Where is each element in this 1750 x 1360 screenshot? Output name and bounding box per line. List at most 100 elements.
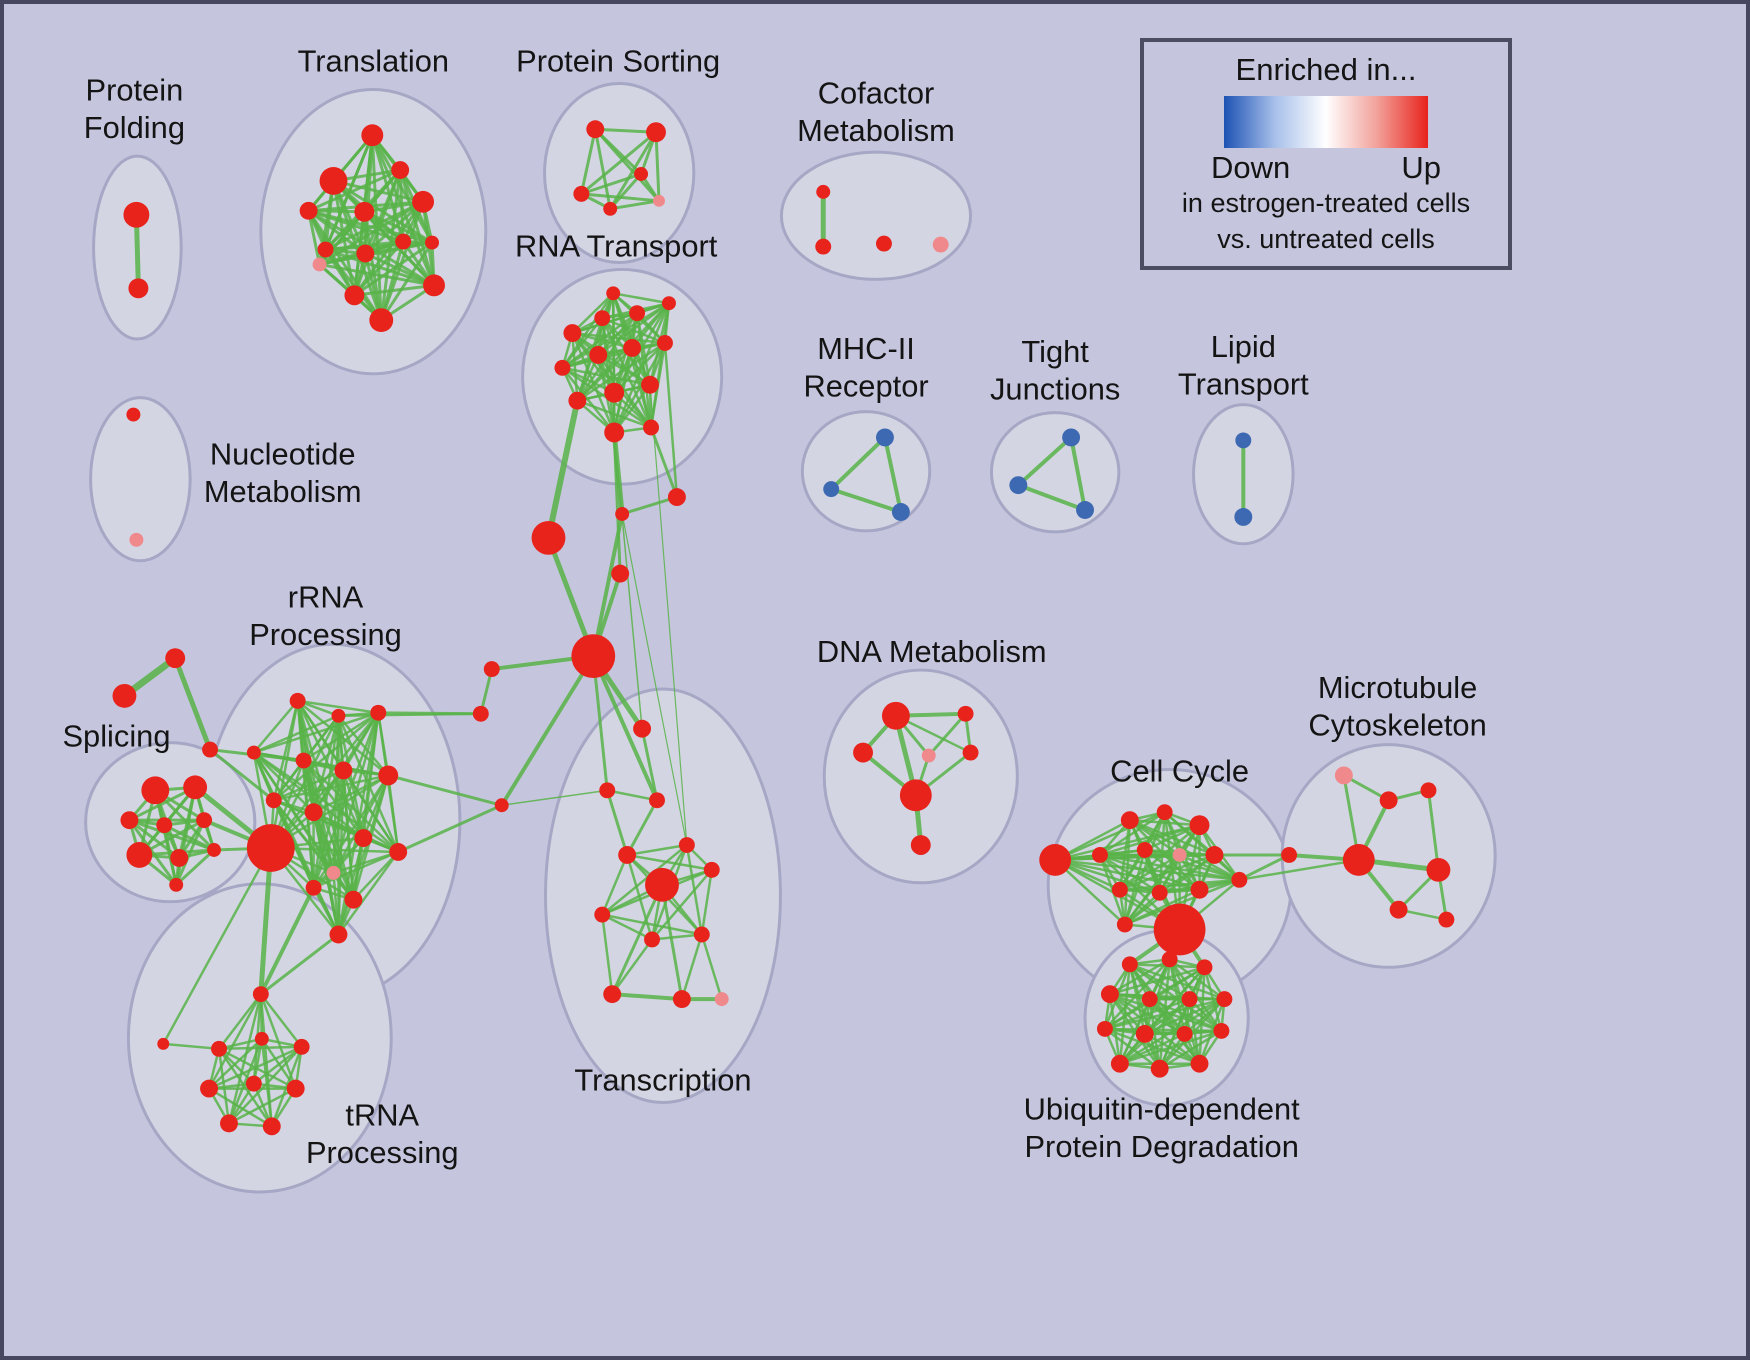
- node-sp6[interactable]: [126, 842, 153, 868]
- node-cc2[interactable]: [1120, 811, 1139, 830]
- node-rt4[interactable]: [661, 296, 676, 311]
- node-pf1[interactable]: [123, 201, 150, 228]
- node-tx10[interactable]: [693, 926, 710, 943]
- node-mh1[interactable]: [875, 428, 894, 447]
- node-tr9[interactable]: [395, 233, 412, 250]
- node-cc11[interactable]: [1190, 880, 1209, 899]
- node-cc7[interactable]: [1172, 848, 1187, 862]
- node-cc4[interactable]: [1189, 815, 1210, 836]
- node-cc13[interactable]: [1153, 903, 1206, 956]
- node-ps5[interactable]: [653, 194, 665, 207]
- node-hb1[interactable]: [531, 520, 566, 555]
- node-rr15[interactable]: [344, 890, 363, 909]
- node-tr5[interactable]: [354, 201, 375, 222]
- node-st2[interactable]: [112, 683, 137, 708]
- node-rr10[interactable]: [246, 824, 295, 872]
- node-ub11[interactable]: [1213, 1022, 1230, 1039]
- node-tx13[interactable]: [714, 992, 729, 1007]
- node-st1[interactable]: [165, 648, 186, 669]
- node-tr6[interactable]: [412, 190, 435, 213]
- node-rr5[interactable]: [295, 752, 312, 769]
- node-cm3[interactable]: [875, 235, 892, 252]
- node-tn3[interactable]: [254, 1031, 269, 1046]
- node-mh2[interactable]: [823, 481, 840, 498]
- node-sp1[interactable]: [141, 776, 170, 805]
- node-ub12[interactable]: [1110, 1054, 1129, 1073]
- node-ub6[interactable]: [1181, 991, 1198, 1008]
- node-rt13[interactable]: [643, 419, 659, 436]
- node-rr14[interactable]: [305, 879, 322, 896]
- node-tn4[interactable]: [293, 1038, 310, 1055]
- node-sp8[interactable]: [207, 843, 222, 857]
- node-rr12[interactable]: [354, 829, 373, 848]
- node-tx9[interactable]: [644, 931, 660, 948]
- node-rr11[interactable]: [326, 865, 341, 880]
- node-rt8[interactable]: [657, 335, 673, 351]
- node-hb2[interactable]: [615, 507, 630, 521]
- node-cc6[interactable]: [1136, 842, 1153, 858]
- node-rt3[interactable]: [629, 305, 646, 322]
- node-sp9[interactable]: [169, 877, 184, 892]
- node-tx12[interactable]: [672, 990, 691, 1009]
- node-tx7[interactable]: [703, 861, 720, 878]
- node-tj3[interactable]: [1076, 501, 1094, 519]
- node-ps1[interactable]: [586, 120, 605, 139]
- node-mc8[interactable]: [1438, 911, 1455, 928]
- node-ub5[interactable]: [1141, 991, 1158, 1008]
- node-cm4[interactable]: [932, 236, 949, 253]
- node-tn9[interactable]: [262, 1117, 281, 1136]
- node-tn2[interactable]: [211, 1040, 227, 1057]
- node-tx4[interactable]: [678, 837, 695, 853]
- node-cc12[interactable]: [1231, 871, 1248, 888]
- node-rr6[interactable]: [334, 761, 353, 780]
- node-ps3[interactable]: [573, 185, 590, 202]
- node-tr1[interactable]: [361, 124, 384, 147]
- node-hb4[interactable]: [611, 564, 630, 583]
- node-ub14[interactable]: [1190, 1054, 1209, 1073]
- node-tx1[interactable]: [633, 719, 652, 738]
- node-tx11[interactable]: [603, 985, 622, 1004]
- node-tr13[interactable]: [312, 257, 327, 272]
- node-rt6[interactable]: [589, 345, 608, 364]
- node-rt10[interactable]: [604, 382, 625, 403]
- node-pf2[interactable]: [128, 278, 149, 299]
- node-dm1[interactable]: [881, 701, 910, 730]
- node-tj2[interactable]: [1009, 476, 1028, 495]
- node-rr7[interactable]: [378, 765, 399, 786]
- node-rt1[interactable]: [563, 324, 582, 342]
- node-cm2[interactable]: [815, 238, 832, 255]
- node-tx5[interactable]: [618, 846, 637, 864]
- node-br1[interactable]: [494, 798, 509, 813]
- node-hb5[interactable]: [571, 634, 616, 679]
- node-tn7[interactable]: [286, 1079, 305, 1098]
- node-ub8[interactable]: [1096, 1020, 1113, 1037]
- node-cc8[interactable]: [1205, 846, 1224, 864]
- node-ub9[interactable]: [1135, 1024, 1154, 1043]
- node-rr13[interactable]: [389, 843, 408, 861]
- node-mc7[interactable]: [1389, 900, 1408, 919]
- node-mc1[interactable]: [1334, 766, 1353, 785]
- node-dm6[interactable]: [899, 779, 932, 812]
- node-nm1[interactable]: [126, 407, 141, 422]
- node-dm2[interactable]: [957, 705, 974, 722]
- node-ub13[interactable]: [1150, 1059, 1169, 1078]
- node-cc1[interactable]: [1039, 844, 1072, 876]
- node-cc5[interactable]: [1092, 847, 1108, 863]
- node-hb3[interactable]: [667, 488, 686, 507]
- node-lp1[interactable]: [1235, 432, 1252, 449]
- node-tx3[interactable]: [649, 792, 665, 809]
- node-lp2[interactable]: [1234, 508, 1253, 526]
- node-tn10[interactable]: [157, 1037, 170, 1050]
- node-tr12[interactable]: [369, 308, 394, 333]
- node-rr8[interactable]: [265, 792, 282, 809]
- node-rr3[interactable]: [370, 704, 387, 721]
- node-tr8[interactable]: [356, 244, 375, 263]
- node-cm1[interactable]: [816, 184, 831, 199]
- node-sp4[interactable]: [156, 817, 173, 834]
- node-mh3[interactable]: [891, 503, 910, 521]
- node-nm2[interactable]: [129, 532, 144, 547]
- node-tn5[interactable]: [200, 1079, 219, 1098]
- node-sp5[interactable]: [196, 812, 213, 829]
- node-rr4[interactable]: [246, 745, 261, 760]
- node-tr14[interactable]: [425, 235, 440, 250]
